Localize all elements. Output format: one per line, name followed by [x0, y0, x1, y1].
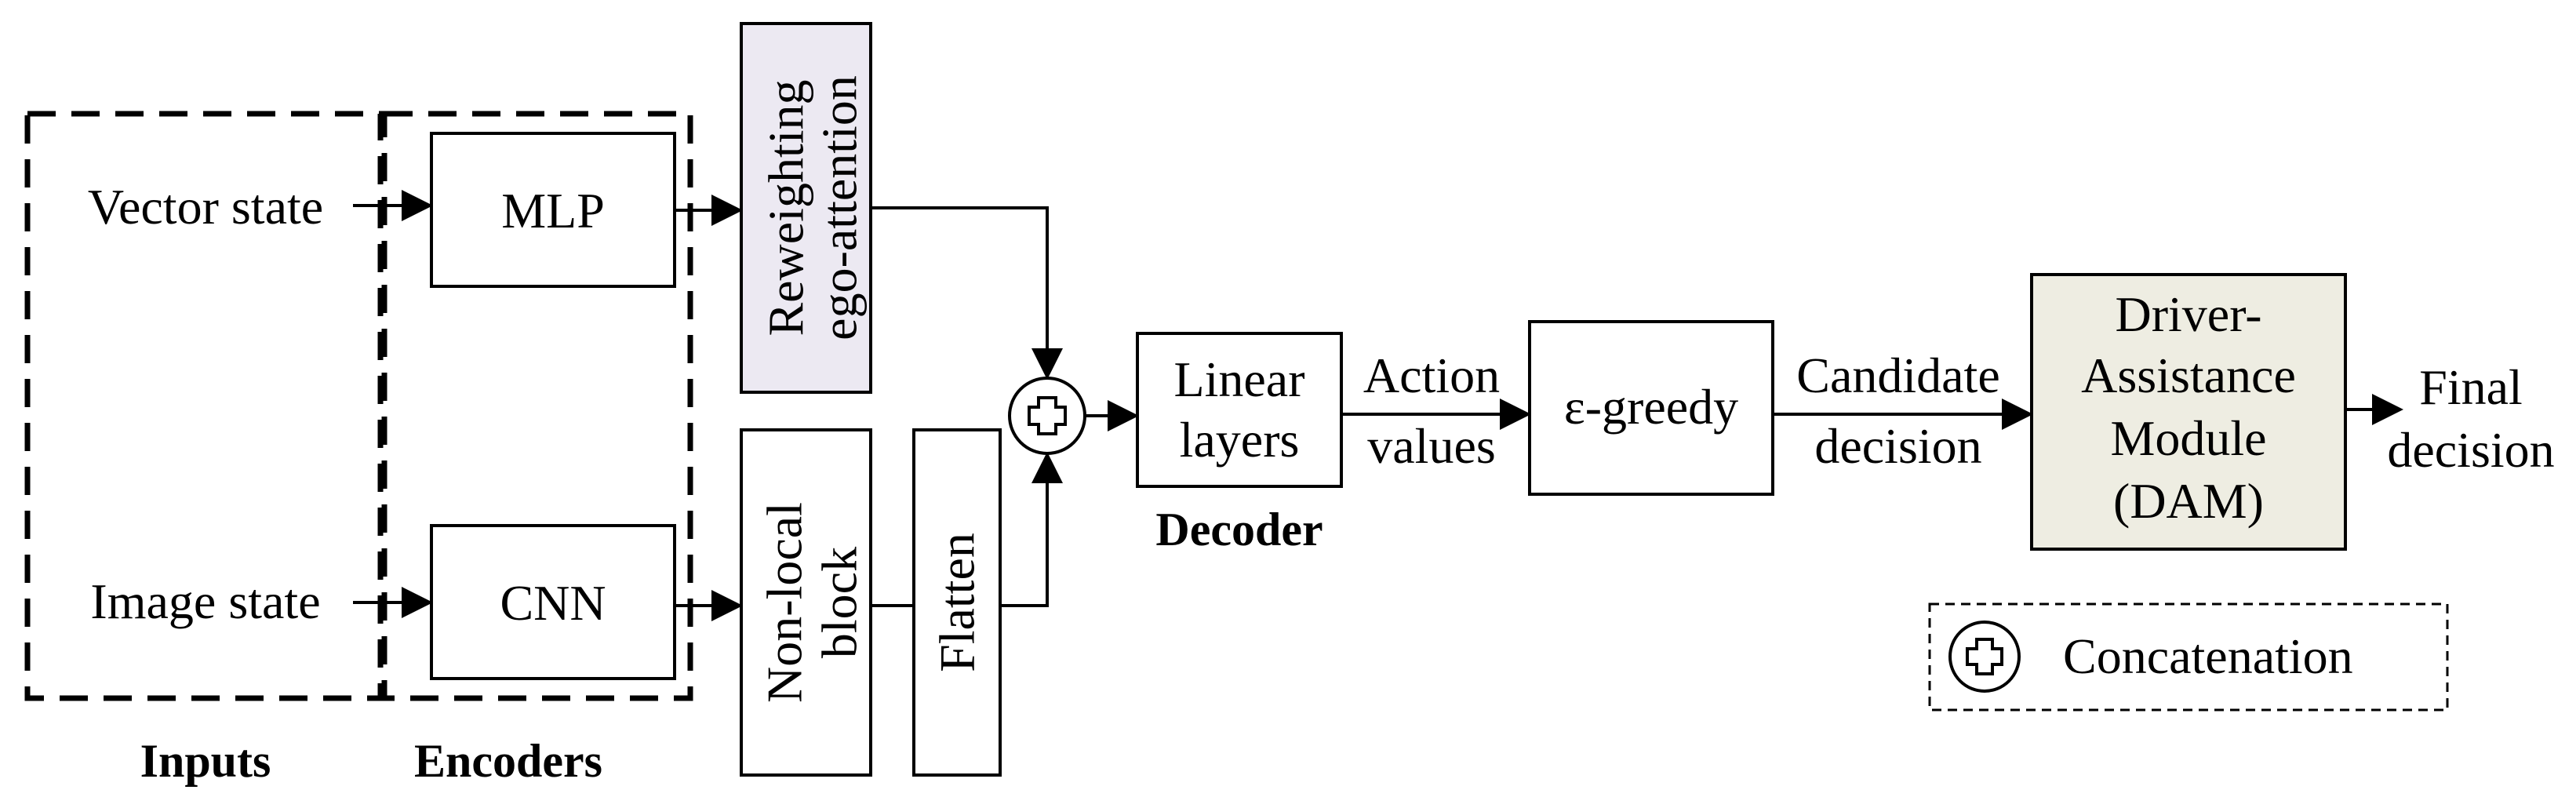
- reweighting-label-line2: ego-attention: [812, 75, 868, 340]
- concat-icon: [1948, 621, 2021, 693]
- inputs-frame: [24, 111, 384, 701]
- image-state-label: Image state: [90, 573, 320, 629]
- cnn-box: [430, 524, 676, 680]
- linear-layers-label-line1: Linear: [1174, 351, 1305, 407]
- flatten-label: Flatten: [930, 533, 985, 672]
- encoders-title: Encoders: [414, 735, 602, 787]
- legend: Concatenation: [1928, 602, 2449, 712]
- egreedy-box: [1528, 320, 1774, 496]
- linear-layers-label-line2: layers: [1180, 412, 1300, 468]
- cnn-label: CNN: [500, 575, 606, 631]
- action-values-line2: values: [1367, 418, 1496, 474]
- nonlocal-box: [740, 428, 872, 777]
- vector-state-label: Vector state: [88, 179, 323, 235]
- concat-node: [1008, 377, 1086, 455]
- dam-label-line1: Driver-: [2115, 286, 2261, 342]
- candidate-line2: decision: [1814, 418, 1981, 474]
- arrow-flatten-to-concat: [1000, 452, 1063, 607]
- final-line1: Final: [2419, 359, 2523, 415]
- flatten-box: [912, 428, 1002, 777]
- encoders-frame: [381, 111, 693, 701]
- linear-layers-box: [1136, 332, 1343, 488]
- candidate-line1: Candidate: [1796, 348, 1999, 403]
- inputs-title: Inputs: [140, 735, 271, 787]
- action-values-line1: Action: [1363, 348, 1500, 403]
- arrow-reweighting-to-concat: [871, 206, 1063, 380]
- connectors: [353, 190, 2403, 621]
- dam-label-line4: (DAM): [2113, 473, 2264, 529]
- legend-label: Concatenation: [2063, 628, 2353, 684]
- decoder-title: Decoder: [1155, 504, 1323, 555]
- dam-label-line2: Assistance: [2081, 348, 2296, 403]
- nonlocal-label-line1: Non-local: [757, 502, 813, 703]
- dam-label-line3: Module: [2110, 410, 2266, 466]
- nonlocal-label-line2: block: [812, 547, 868, 658]
- legend-frame: [1928, 602, 2449, 712]
- egreedy-label: ε-greedy: [1564, 379, 1738, 435]
- final-line2: decision: [2387, 422, 2554, 478]
- reweighting-label-line1: Reweighting: [759, 79, 814, 336]
- mlp-label: MLP: [501, 183, 605, 238]
- dam-box: [2030, 273, 2347, 551]
